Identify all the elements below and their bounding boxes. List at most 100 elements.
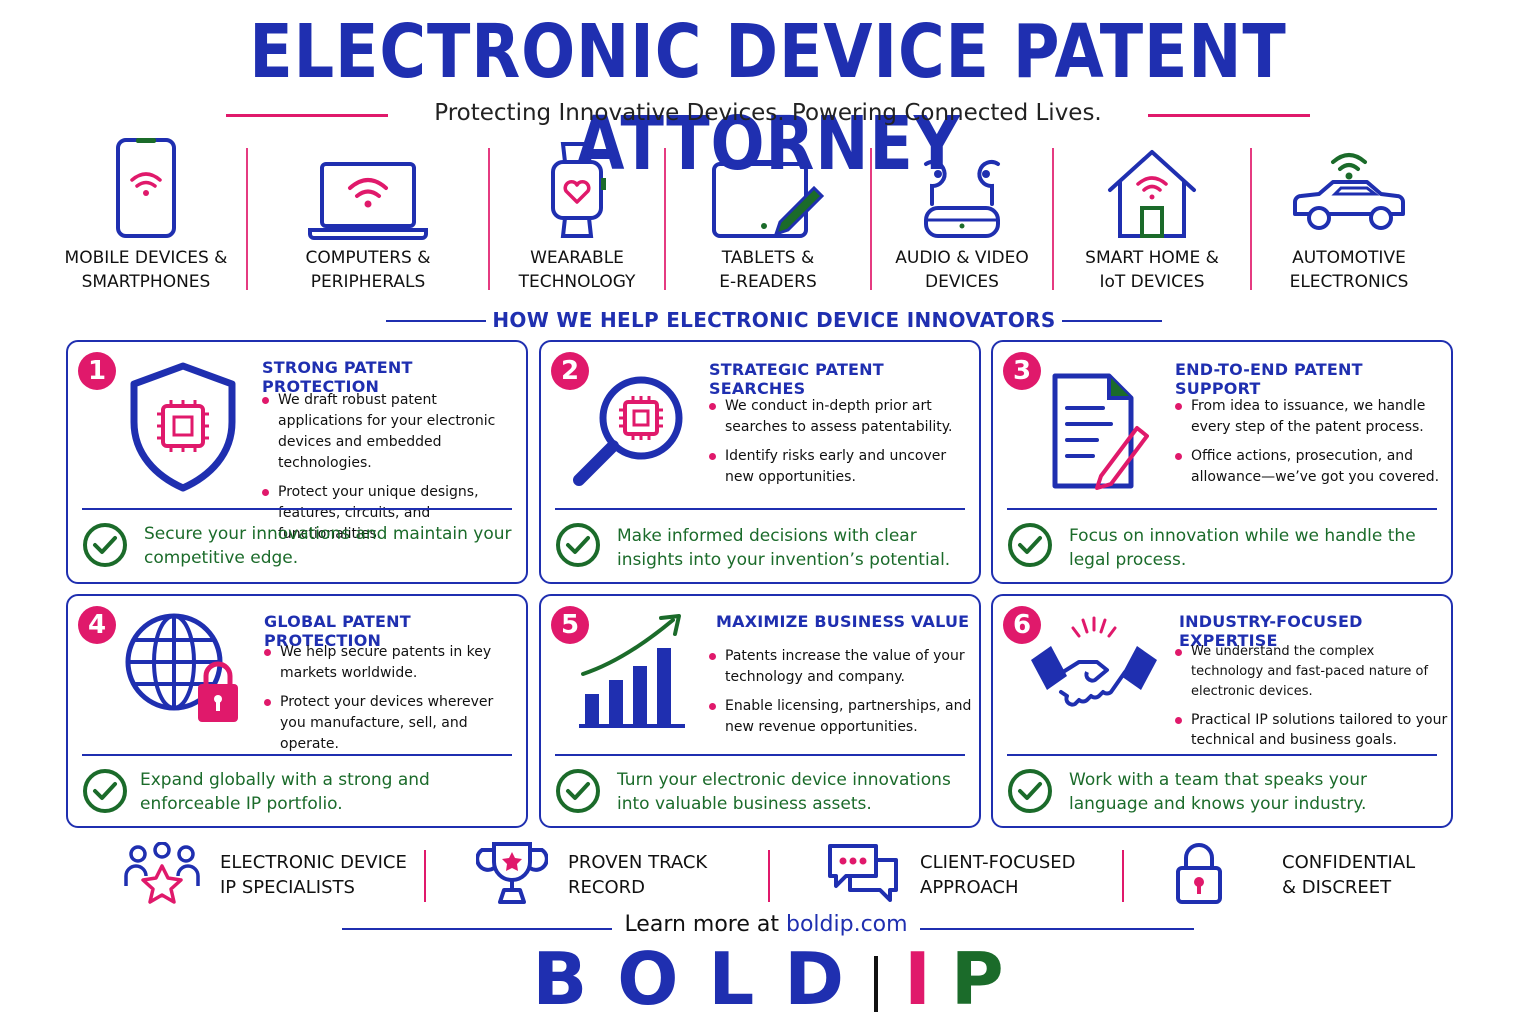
- brand-separator: [874, 956, 879, 1013]
- check-circle-icon: [1007, 768, 1053, 814]
- globe-lock-icon: [122, 610, 246, 736]
- subtitle-rule-right: [1148, 114, 1310, 117]
- document-pen-icon: [1049, 372, 1149, 496]
- category-mobile: MOBILE DEVICES &SMARTPHONES: [46, 128, 246, 298]
- team-star-icon: [124, 841, 200, 908]
- category-divider: [246, 148, 248, 290]
- card-bullet: From idea to issuance, we handle every s…: [1173, 396, 1449, 438]
- card-bullet: Enable licensing, partnerships, and new …: [707, 696, 973, 738]
- card-bullets: Patents increase the value of your techn…: [707, 646, 973, 746]
- card-bullet: Protect your devices wherever you manufa…: [262, 692, 520, 755]
- card-number-badge: 5: [551, 606, 589, 644]
- feature-divider: [1122, 850, 1124, 902]
- card-divider: [555, 508, 965, 510]
- category-divider: [1250, 148, 1252, 290]
- trophy-icon: [475, 840, 549, 910]
- card-divider: [1007, 508, 1437, 510]
- growth-chart-icon: [575, 612, 691, 734]
- page-title: ELECTRONIC DEVICE PATENT ATTORNEY: [249, 9, 1287, 187]
- subtitle-rule-left: [226, 114, 388, 117]
- card-number-badge: 6: [1003, 606, 1041, 644]
- card-bullet: We draft robust patent applications for …: [260, 390, 522, 474]
- card-title: INDUSTRY-FOCUSED EXPERTISE: [1179, 612, 1363, 650]
- category-label: TABLETS &E-READERS: [719, 248, 817, 292]
- card-bullet: We help secure patents in key markets wo…: [262, 642, 520, 684]
- category-computers: COMPUTERS &PERIPHERALS: [248, 128, 488, 298]
- category-label: MOBILE DEVICES &SMARTPHONES: [64, 248, 228, 292]
- chat-bubbles-icon: [826, 842, 900, 908]
- website-link[interactable]: boldip.com: [786, 912, 908, 937]
- category-label: SMART HOME &IoT DEVICES: [1085, 248, 1219, 292]
- card-bullets: We conduct in-depth prior art searches t…: [707, 396, 973, 496]
- earbuds-icon: [912, 128, 1012, 240]
- handshake-icon: [1027, 616, 1161, 730]
- service-card-2: 2 STRATEGIC PATENT SEARCHES We conduct i…: [539, 340, 981, 584]
- card-divider: [82, 508, 512, 510]
- card-number-badge: 2: [551, 352, 589, 390]
- feature-label: CONFIDENTIAL& DISCREET: [1282, 852, 1416, 898]
- section-rule-left: [386, 320, 486, 322]
- shield-chip-icon: [128, 362, 238, 496]
- service-card-6: 6 INDUSTRY-FOCUSED EXPERTISE We understa…: [991, 594, 1453, 828]
- card-bullet: Identify risks early and uncover new opp…: [707, 446, 973, 488]
- check-circle-icon: [82, 768, 128, 814]
- card-number-badge: 1: [78, 352, 116, 390]
- card-title: MAXIMIZE BUSINESS VALUE: [716, 612, 970, 631]
- subtitle-row: Protecting Innovative Devices. Powering …: [0, 98, 1536, 134]
- card-divider: [1007, 754, 1437, 756]
- card-bullet: We conduct in-depth prior art searches t…: [707, 396, 973, 438]
- section-heading-row: HOW WE HELP ELECTRONIC DEVICE INNOVATORS: [0, 308, 1536, 338]
- laptop-wifi-icon: [308, 128, 428, 240]
- magnifier-chip-icon: [567, 370, 697, 496]
- smartwatch-heart-icon: [547, 128, 607, 240]
- card-bullets: From idea to issuance, we handle every s…: [1173, 396, 1449, 496]
- card-bullets: We help secure patents in key markets wo…: [262, 642, 520, 763]
- card-benefit: Focus on innovation while we handle the …: [1069, 526, 1416, 570]
- feature-divider: [424, 850, 426, 902]
- category-tablets: TABLETS &E-READERS: [666, 128, 870, 298]
- card-title: GLOBAL PATENT PROTECTION: [264, 612, 411, 650]
- check-circle-icon: [82, 522, 128, 568]
- service-card-4: 4 GLOBAL PATENT PROTECTION We help secur…: [66, 594, 528, 828]
- category-smart-home: SMART HOME &IoT DEVICES: [1054, 128, 1250, 298]
- section-title: HOW WE HELP ELECTRONIC DEVICE INNOVATORS: [492, 308, 1056, 332]
- category-divider: [870, 148, 872, 290]
- card-bullet: Office actions, prosecution, and allowan…: [1173, 446, 1449, 488]
- connected-car-icon: [1289, 128, 1409, 240]
- smartphone-wifi-icon: [114, 128, 178, 240]
- service-card-5: 5 MAXIMIZE BUSINESS VALUE Patents increa…: [539, 594, 981, 828]
- padlock-icon: [1174, 840, 1224, 910]
- card-benefit: Secure your innovations and maintain you…: [144, 524, 512, 568]
- card-benefit: Turn your electronic device innovations …: [617, 770, 951, 814]
- learn-more-text: Learn more at boldip.com: [624, 912, 908, 937]
- category-divider: [488, 148, 490, 290]
- card-title: END-TO-END PATENT SUPPORT: [1175, 360, 1363, 398]
- feature-confidential: CONFIDENTIAL& DISCREET: [1174, 840, 1415, 910]
- smart-home-icon: [1104, 128, 1200, 240]
- subtitle: Protecting Innovative Devices. Powering …: [434, 100, 1102, 126]
- device-categories: MOBILE DEVICES &SMARTPHONES COMPUTERS &P…: [46, 128, 1490, 298]
- learn-rule-right: [920, 928, 1194, 930]
- category-divider: [1052, 148, 1054, 290]
- card-benefit: Expand globally with a strong and enforc…: [140, 770, 430, 814]
- check-circle-icon: [555, 522, 601, 568]
- card-title: STRONG PATENT PROTECTION: [262, 358, 413, 396]
- card-divider: [555, 754, 965, 756]
- card-title: STRATEGIC PATENT SEARCHES: [709, 360, 884, 398]
- section-rule-right: [1062, 320, 1162, 322]
- card-benefit: Make informed decisions with clear insig…: [617, 526, 951, 570]
- card-number-badge: 4: [78, 606, 116, 644]
- service-card-1: 1 STRONG PATENT PROTECTION We draft robu…: [66, 340, 528, 584]
